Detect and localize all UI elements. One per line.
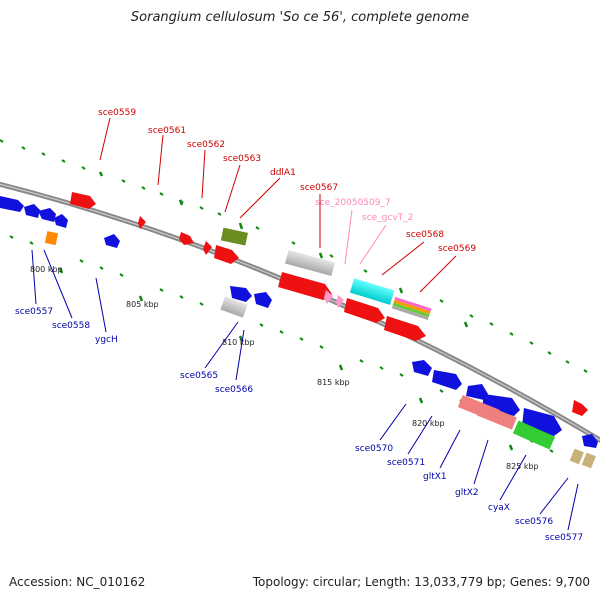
label-cyaX: cyaX xyxy=(488,503,510,513)
gene-gltX1-blue[interactable] xyxy=(466,384,488,400)
label-sce0562: sce0562 xyxy=(187,140,225,150)
gene-sce0571[interactable] xyxy=(432,370,462,390)
tick-label-800: 800 kbp xyxy=(30,265,63,274)
label-sce0558: sce0558 xyxy=(52,321,90,331)
gene-sce0563[interactable] xyxy=(214,245,239,264)
label-sce0563: sce0563 xyxy=(223,154,261,164)
gene-sce0569[interactable] xyxy=(344,298,385,323)
gene-sce0577-blue[interactable] xyxy=(582,434,598,448)
reverse-strand-genes xyxy=(0,196,598,469)
label-sce0567: sce0567 xyxy=(300,183,338,193)
forward-strand-genes xyxy=(70,192,588,416)
gene-sce0567[interactable] xyxy=(278,272,332,300)
gene-ddlA1-arrow[interactable] xyxy=(203,241,212,255)
gene-sce_gcvT_2[interactable] xyxy=(349,278,395,305)
label-ddlA1: ddlA1 xyxy=(270,168,296,178)
gene-sce0558-orange[interactable] xyxy=(44,231,59,246)
inner-tick-row xyxy=(9,235,554,453)
gene-sce0565[interactable] xyxy=(230,286,252,302)
gene-sce_20050509_7[interactable] xyxy=(324,290,333,304)
label-sce_gcvT_2: sce_gcvT_2 xyxy=(362,213,413,223)
gene-sce0557[interactable] xyxy=(0,196,24,212)
gene-ygcH[interactable] xyxy=(104,234,120,248)
gene-sce0567-rrna[interactable] xyxy=(285,250,335,276)
label-sce0568: sce0568 xyxy=(406,230,444,240)
gene-ddlA1[interactable] xyxy=(220,227,248,246)
tick-label-820: 820 kbp xyxy=(412,419,445,428)
label-gltX2: gltX2 xyxy=(455,488,479,498)
label-sce_20050509_7: sce_20050509_7 xyxy=(315,198,391,208)
label-sce0557: sce0557 xyxy=(15,307,53,317)
label-ygcH: ygcH xyxy=(95,335,118,345)
gene-sce_gcvT_2-arrow[interactable] xyxy=(336,295,344,308)
gene-cyaX[interactable] xyxy=(512,420,556,450)
label-sce0566: sce0566 xyxy=(215,385,253,395)
label-sce0576: sce0576 xyxy=(515,517,553,527)
gene-right-red[interactable] xyxy=(572,400,588,416)
top-gene-labels: sce0559 sce0561 sce0562 sce0563 ddlA1 sc… xyxy=(98,108,476,254)
label-sce0559: sce0559 xyxy=(98,108,136,118)
label-sce0570: sce0570 xyxy=(355,444,393,454)
topology-text: Topology: circular; Length: 13,033,779 b… xyxy=(252,575,590,589)
accession-text: Accession: NC_010162 xyxy=(9,575,146,589)
bottom-leaders xyxy=(31,249,579,531)
label-sce0571: sce0571 xyxy=(387,458,425,468)
gene-sce0558-b[interactable] xyxy=(38,208,56,222)
bottom-gene-labels: sce0557 sce0558 ygcH sce0565 sce0566 sce… xyxy=(15,307,583,543)
gene-sce0558-a[interactable] xyxy=(24,204,40,218)
label-sce0565: sce0565 xyxy=(180,371,218,381)
genome-title: Sorangium cellulosum 'So ce 56', complet… xyxy=(130,10,470,25)
gene-sce0565-gray[interactable] xyxy=(220,296,248,318)
gene-sce0569b[interactable] xyxy=(384,316,426,341)
tick-label-815: 815 kbp xyxy=(317,378,350,387)
top-leaders xyxy=(99,117,457,293)
tick-label-810: 810 kbp xyxy=(222,338,255,347)
label-sce0561: sce0561 xyxy=(148,126,186,136)
gene-sce0566[interactable] xyxy=(254,292,272,308)
gene-sce0562[interactable] xyxy=(179,232,194,245)
gene-gltX2-blue[interactable] xyxy=(482,394,520,416)
label-sce0569: sce0569 xyxy=(438,244,476,254)
major-ticks xyxy=(58,171,514,451)
gene-sce0568[interactable] xyxy=(391,296,432,320)
scale-labels: 800 kbp 805 kbp 810 kbp 815 kbp 820 kbp … xyxy=(30,265,539,471)
gene-sce0561[interactable] xyxy=(138,216,146,229)
label-sce0577: sce0577 xyxy=(545,533,583,543)
gene-sce0570[interactable] xyxy=(412,360,432,376)
tick-label-825: 825 kbp xyxy=(506,462,539,471)
gene-ygcH-a[interactable] xyxy=(54,214,68,228)
gene-gltX2[interactable] xyxy=(476,403,517,430)
gene-sce0577[interactable] xyxy=(581,452,596,469)
tick-label-805: 805 kbp xyxy=(126,300,159,309)
gene-sce0559[interactable] xyxy=(70,192,96,209)
label-gltX1: gltX1 xyxy=(423,472,447,482)
gene-sce0576[interactable] xyxy=(569,448,584,465)
